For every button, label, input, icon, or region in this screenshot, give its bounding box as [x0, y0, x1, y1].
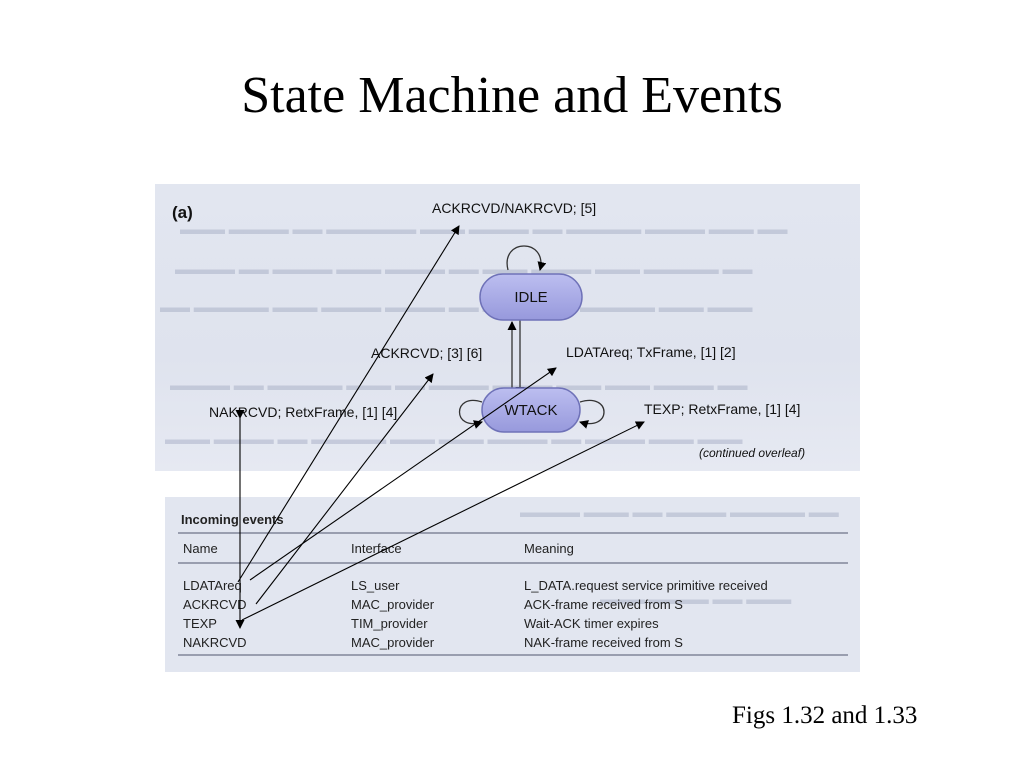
- column-header-meaning: Meaning: [524, 541, 574, 556]
- table-cell-meaning: NAK-frame received from S: [524, 635, 683, 650]
- table-cell-name: LDATAreq: [183, 578, 242, 593]
- table-cell-interface: MAC_provider: [351, 597, 435, 612]
- column-header-name: Name: [183, 541, 218, 556]
- transition-wtack-left-self: [459, 399, 483, 429]
- table-cell-name: ACKRCVD: [183, 597, 247, 612]
- connector-ackrcvd-to-idle-self: [237, 225, 460, 583]
- table-cell-meaning: ACK-frame received from S: [524, 597, 683, 612]
- transition-wtack-right-self: [579, 399, 605, 429]
- table-cell-interface: MAC_provider: [351, 635, 435, 650]
- table-heading: Incoming events: [181, 512, 284, 527]
- state-idle: [479, 273, 583, 321]
- transition-label-ldatareq: LDATAreq; TxFrame, [1] [2]: [566, 344, 736, 360]
- scanned-figure-event-table: [165, 497, 860, 672]
- transition-label-nakrcvd: NAKRCVD; RetxFrame, [1] [4]: [209, 404, 397, 420]
- transition-idle-self: [506, 245, 547, 271]
- transition-label-ackrcvd-nakrcvd: ACKRCVD/NAKRCVD; [5]: [432, 200, 596, 216]
- table-cell-meaning: Wait-ACK timer expires: [524, 616, 659, 631]
- state-wtack: [481, 387, 581, 433]
- transition-label-ackrcvd: ACKRCVD; [3] [6]: [371, 345, 482, 361]
- table-cell-name: NAKRCVD: [183, 635, 247, 650]
- state-wtack-label: WTACK: [504, 402, 557, 419]
- panel-label: (a): [172, 203, 193, 222]
- continued-note: (continued overleaf): [699, 446, 805, 460]
- figure-caption: Figs 1.32 and 1.33: [732, 702, 918, 729]
- transition-label-texp: TEXP; RetxFrame, [1] [4]: [644, 401, 800, 417]
- connector-ldatareq-to-transition: [249, 367, 557, 581]
- connector-texp-to-transition: [241, 421, 645, 621]
- table-cell-meaning: L_DATA.request service primitive receive…: [524, 578, 768, 593]
- table-cell-interface: LS_user: [351, 578, 400, 593]
- slide-title: State Machine and Events: [241, 67, 783, 124]
- table-cell-interface: TIM_provider: [351, 616, 428, 631]
- connector-ackrcvd-to-wtack-idle: [255, 373, 434, 605]
- state-idle-label: IDLE: [514, 289, 547, 306]
- table-cell-name: TEXP: [183, 616, 217, 631]
- column-header-interface: Interface: [351, 541, 402, 556]
